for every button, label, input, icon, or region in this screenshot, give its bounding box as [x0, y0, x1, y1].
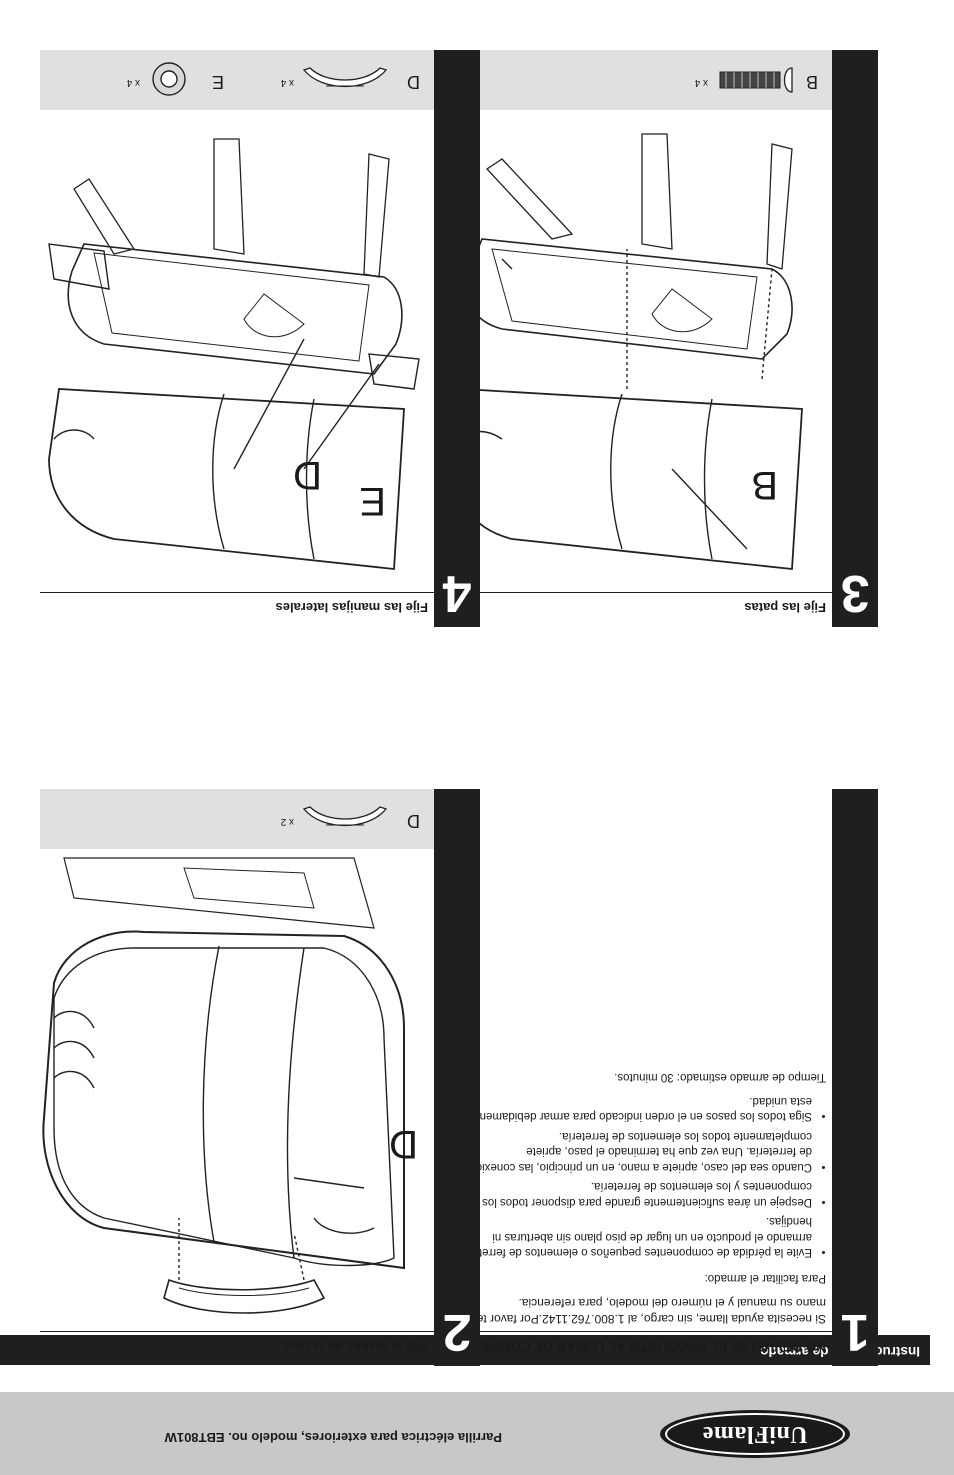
hardware-b-letter: B [805, 72, 818, 92]
step-3-illustration [451, 133, 803, 570]
step-4-hardware-bar: D x 4 E x 4 [40, 50, 434, 110]
step-3-panel: 3 Fije las patas [438, 50, 878, 627]
hardware-d-qty: x 2 [280, 816, 294, 827]
step-3-title: Fije las patas [744, 600, 826, 615]
step-2-illustration [42, 857, 405, 1314]
hardware-e-qty: x 4 [126, 77, 140, 88]
washer-e-icon [152, 62, 186, 96]
step-1-tab: 1 [832, 789, 878, 1366]
list-item: Siga todos los pasos en el orden indicad… [446, 1092, 812, 1123]
bolt-b-icon [719, 67, 793, 93]
hardware-d-letter: D [407, 811, 420, 831]
hardware-e-letter: E [211, 72, 224, 92]
header-bar: UniFlame Parrilla eléctrica para exterio… [0, 1392, 954, 1475]
list-item: Despeje un área suficientemente grande p… [446, 1178, 812, 1209]
hardware-d-letter: D [407, 72, 420, 92]
step-1-number: 1 [840, 1303, 870, 1361]
step-2-hardware-bar: D x 2 [40, 789, 434, 849]
list-item: Evite la pérdida de componentes pequeños… [446, 1213, 812, 1260]
step-4-rule [40, 592, 434, 593]
step-1-bullets: Evite la pérdida de componentes pequeños… [446, 1092, 826, 1259]
step-4-callout-e: E [359, 479, 386, 523]
step-1-text: NO DEVUELVA EL PRODUCTO AL LUGAR DE COMP… [446, 1059, 826, 1354]
step-2-callout-d: D [389, 1122, 418, 1166]
step-3-number: 3 [840, 564, 870, 622]
step-4-callout-d: D [293, 453, 322, 497]
brand-logo: UniFlame [660, 1410, 850, 1458]
step-4-title: Fije las manijas laterales [275, 600, 428, 615]
step-2-title: Fije la manija de la tapa [282, 1339, 428, 1354]
hardware-b-qty: x 4 [694, 77, 708, 88]
step-2-number: 2 [442, 1303, 472, 1361]
step-1-help: Si necesita ayuda llame, sin cargo, al 1… [446, 1295, 826, 1327]
step-2-tab: 2 [434, 789, 480, 1366]
hardware-d-qty: x 4 [280, 77, 294, 88]
step-1-intro: Para facilitar el armado: [704, 1271, 826, 1284]
brand-logo-text: UniFlame [665, 1413, 845, 1455]
step-4-panel: 4 Fije las manijas laterales [40, 50, 480, 627]
model-line: Parrilla eléctrica para exteriores, mode… [164, 1430, 502, 1445]
step-1-heading: NO DEVUELVA EL PRODUCTO AL LUGAR DE COMP… [470, 1339, 826, 1354]
step-1-panel: 1 NO DEVUELVA EL PRODUCTO AL LUGAR DE CO… [438, 789, 878, 1366]
step-3-rule [438, 592, 832, 593]
step-4-tab: 4 [434, 50, 480, 627]
step-1-time: Tiempo de armado estimado: 30 minutos. [614, 1071, 826, 1084]
step-3-tab: 3 [832, 50, 878, 627]
step-4-illustration [48, 138, 420, 570]
step-2-panel: 2 Fije la manija de la tapa [40, 789, 480, 1366]
handle-d-icon [302, 67, 388, 88]
list-item: Cuando sea del caso, apriete a mano, en … [446, 1127, 812, 1174]
step-4-number: 4 [442, 564, 472, 622]
handle-d-icon [302, 806, 388, 827]
step-3-hardware-bar: B x 4 [438, 50, 832, 110]
step-3-callout-b: B [751, 463, 778, 507]
step-2-rule [40, 1331, 434, 1332]
